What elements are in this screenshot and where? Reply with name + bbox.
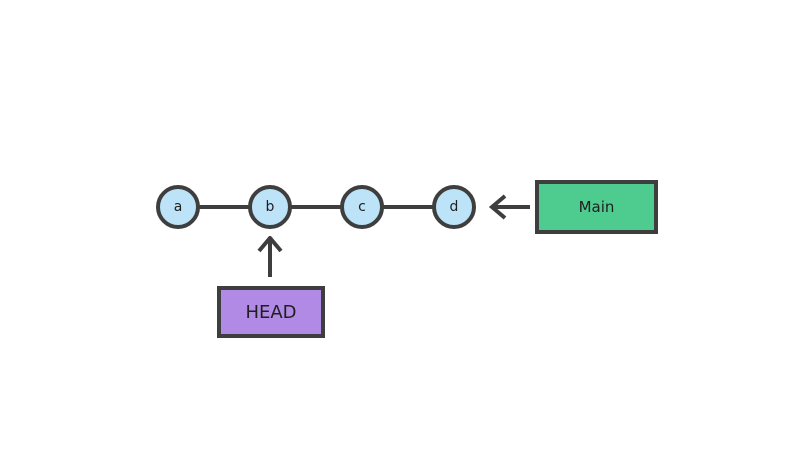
arrow-left-icon: [488, 194, 530, 220]
commit-node-label: b: [265, 199, 275, 215]
commit-node-a: a: [156, 185, 200, 229]
commit-edge-line: [178, 205, 454, 209]
head-pointer-box: HEAD: [217, 286, 325, 338]
commit-node-c: c: [340, 185, 384, 229]
commit-node-label: c: [358, 199, 366, 215]
commit-node-d: d: [432, 185, 476, 229]
commit-node-label: d: [449, 199, 459, 215]
main-branch-box: Main: [535, 180, 658, 234]
commit-node-b: b: [248, 185, 292, 229]
head-pointer-label: HEAD: [245, 301, 297, 323]
commit-node-label: a: [173, 199, 183, 215]
arrow-up-icon: [257, 236, 283, 277]
main-branch-label: Main: [578, 198, 615, 216]
